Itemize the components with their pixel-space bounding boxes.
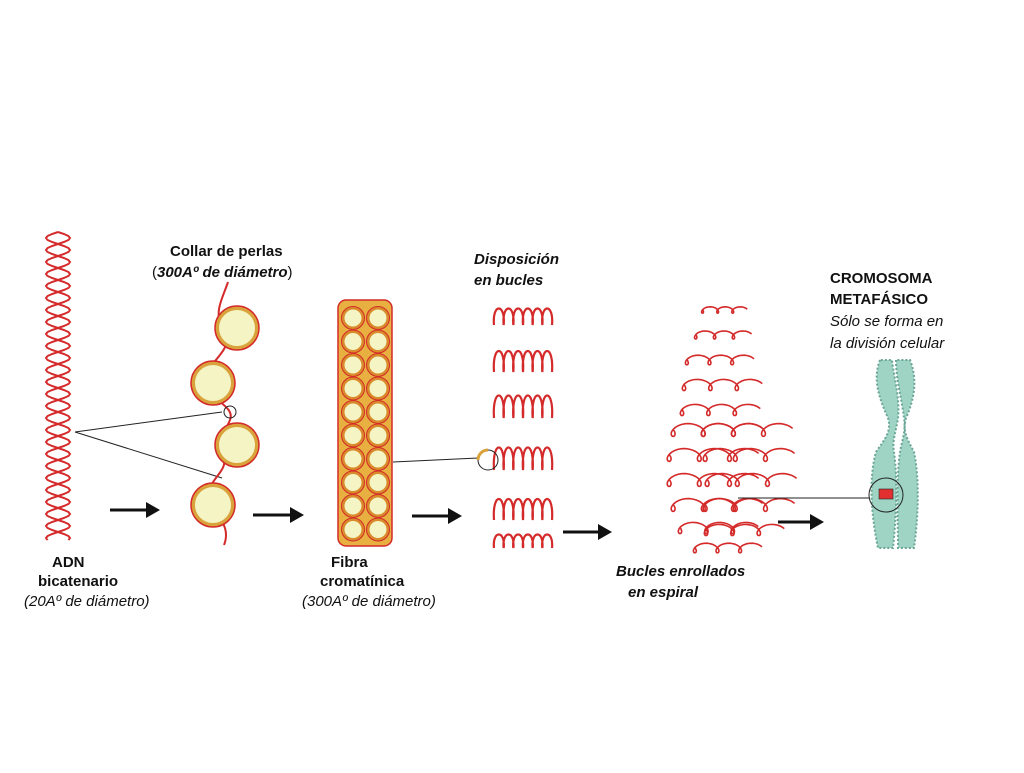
fiber-nucleosome [366,330,390,353]
chromatin-loop-row [492,533,554,549]
coiled-loop [704,472,798,488]
fiber-nucleosome [341,471,365,494]
fiber-label-diameter: (300Aº de diámetro) [302,593,436,610]
coiled-label-title: Bucles enrollados [616,563,745,580]
dna-label-title: ADN [52,554,85,571]
coiled-loop [692,542,763,554]
loop-highlight-fill [476,448,489,461]
fiber-nucleosome [366,353,390,377]
coiled-loop [684,354,755,366]
dna-strand-b [44,231,72,541]
coiled-loop [693,330,753,340]
fiber-nucleosome [341,353,365,377]
bead-necklace [190,281,260,546]
coiled-loop [702,497,796,513]
chromosome-label-title: CROMOSOMA [830,270,933,287]
chromosome-label-subtitle: METAFÁSICO [830,291,928,308]
fiber-label-subtitle: cromatínica [320,573,405,590]
dna-label-subtitle: bicatenario [38,573,118,590]
chromosome-highlight [868,477,904,513]
beads-label-paren-close: ) [288,264,293,281]
coiled-loops [666,305,798,554]
fiber-nucleosome [366,377,390,400]
fiber-nucleosome [341,424,365,447]
beads-label-diameter: (300Aº de diámetro) [152,264,293,281]
connector-line [74,431,223,479]
loops-label-title: Disposición [474,251,559,268]
coiled-loop [679,403,761,417]
coiled-loop [670,497,764,513]
beads-label-title: Collar de perlas [170,243,283,260]
process-arrow [110,502,160,518]
loops-label-subtitle: en bucles [474,272,543,289]
chromatin-loop-row [492,446,554,471]
fiber-nucleosome [366,400,390,424]
fiber-nucleosome [366,518,390,541]
fiber-nucleosome [366,306,390,330]
chromatin-loop-row [492,307,554,326]
linker-highlight [223,405,237,419]
coiled-loop [700,422,794,438]
chromatid-left [870,359,900,549]
coiled-loop [666,447,760,463]
nucleosome-dna-wrap [214,422,260,468]
fiber-nucleosome [341,377,365,400]
coiled-loop [681,378,763,392]
process-arrow [778,514,824,530]
beads-label-paren-open: ( [152,264,157,281]
loop-arrangement [492,307,554,549]
chromosome-label-note2: la división celular [830,335,945,352]
fiber-nucleosome [341,306,365,330]
fiber-nucleosome [366,447,390,471]
fiber-dna-wrap [341,517,365,542]
coiled-loop [670,422,764,438]
chromatin-loop-row [492,350,554,373]
coiled-loop [700,305,748,315]
chromatin-fiber [337,299,393,547]
process-arrow [253,507,304,523]
process-arrow [563,524,612,540]
coiled-loop [702,447,796,463]
coiled-loop [666,472,760,488]
dna-label-diameter: (20Aº de diámetro) [24,593,150,610]
fiber-nucleosome [341,494,365,518]
beads-label-diameter-text: 300Aº de diámetro [157,264,288,281]
fiber-nucleosome [366,471,390,494]
metaphase-chromosome [868,359,919,549]
coiled-label-subtitle: en espiral [628,584,699,601]
chromosome-segment-marker [878,488,894,500]
fiber-nucleosome [341,330,365,353]
chromatid-right [894,359,919,549]
chromosome-label-note1: Sólo se forma en [830,313,943,330]
fiber-nucleosome [341,518,365,541]
nucleosome-dna-wrap [190,482,236,528]
nucleosome-dna-wrap [190,360,236,406]
dna-double-helix [44,231,72,541]
connector-line [392,457,479,463]
dna-strand-a [44,231,72,541]
fiber-nucleosome [366,424,390,447]
fiber-nucleosome [366,494,390,518]
connector-line [74,411,223,433]
chromatin-loop-row [492,498,554,521]
nucleosome-bead [215,306,259,350]
fiber-label-title: Fibra [331,554,368,571]
fiber-nucleosome [341,447,365,471]
nucleosome-bead [215,423,259,467]
process-arrow [412,508,462,524]
nucleosome-dna-wrap [214,305,260,351]
coiled-loop [703,523,785,537]
nucleosome-bead [191,361,235,405]
fiber-dna-wrap [366,517,390,542]
fiber-nucleosome [341,400,365,424]
chromatin-loop-row [492,394,554,419]
nucleosome-bead [191,483,235,527]
